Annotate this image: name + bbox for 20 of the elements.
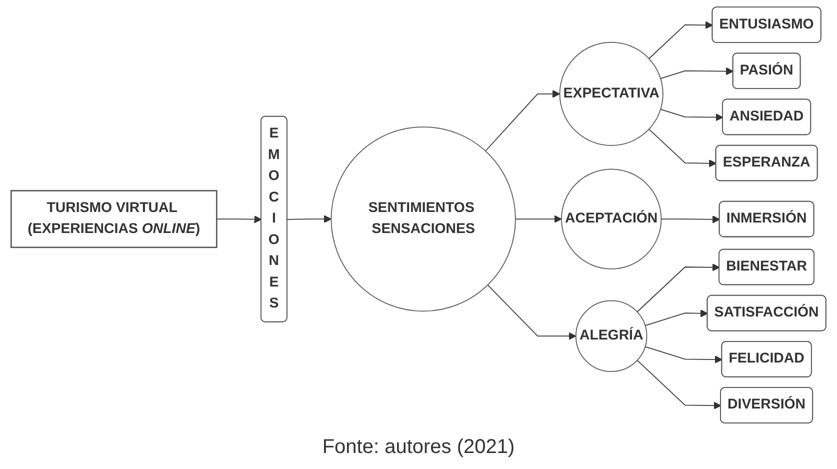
arrow [286, 215, 332, 223]
node-box: TURISMO VIRTUAL (EXPERIENCIAS ONLINE) [10, 190, 218, 248]
arrow [487, 284, 576, 340]
arrow [515, 215, 562, 223]
arrow [648, 21, 713, 60]
arrow [648, 128, 717, 168]
node-circle: SENTIMIENTOS SENSACIONES [330, 126, 516, 312]
arrow [216, 215, 262, 224]
node-circle: EXPECTATIVA [559, 42, 664, 146]
arrow [636, 360, 722, 410]
arrow [660, 216, 720, 224]
arrow [660, 67, 734, 79]
node-circle: ALEGRÍA [575, 300, 648, 372]
arrow [636, 263, 720, 312]
node-circle: ACEPTACIÓN [561, 168, 662, 270]
caption: Fonte: autores (2021) [322, 436, 515, 459]
arrow [485, 90, 560, 152]
arrow [644, 346, 722, 364]
arrow [660, 108, 724, 122]
arrow [644, 309, 708, 326]
